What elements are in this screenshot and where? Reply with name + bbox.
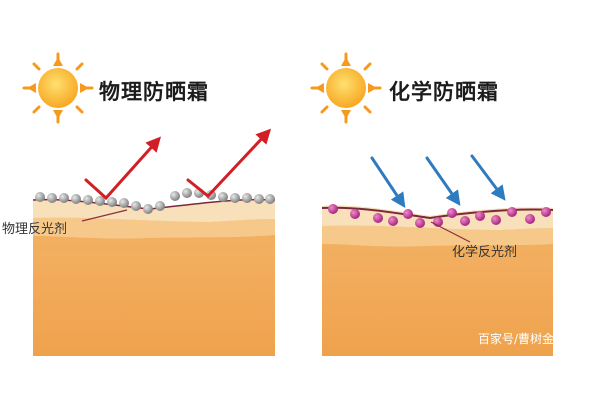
physical-reflector-particles [35, 188, 275, 214]
left-panel-title: 物理防晒霜 [99, 80, 209, 104]
label-leader-line [430, 221, 471, 243]
absorbed-arrow-2 [425, 156, 461, 206]
surface-film-line [321, 206, 554, 220]
reflected-uv-arrows [84, 128, 272, 201]
label-leader-line [81, 209, 128, 222]
absorbed-uv-arrows [370, 154, 506, 208]
physical-reflector-label: 物理反光剂 [2, 222, 68, 237]
right-panel-title: 化学防晒霜 [389, 80, 499, 104]
chemical-absorber-particles [328, 204, 551, 228]
reflected-arrow-1 [84, 136, 162, 201]
absorbed-arrow-3 [470, 154, 506, 201]
reflected-arrow-2 [186, 128, 272, 199]
sun-icon [310, 52, 382, 124]
chemical-reflector-label: 化学反光剂 [452, 245, 518, 260]
left-panel [22, 52, 276, 356]
watermark: 百家号/曹树金说 [478, 332, 567, 346]
absorbed-arrow-1 [370, 156, 406, 208]
sun-icon [22, 52, 94, 124]
skin-layers [33, 199, 275, 356]
right-panel [310, 52, 554, 356]
